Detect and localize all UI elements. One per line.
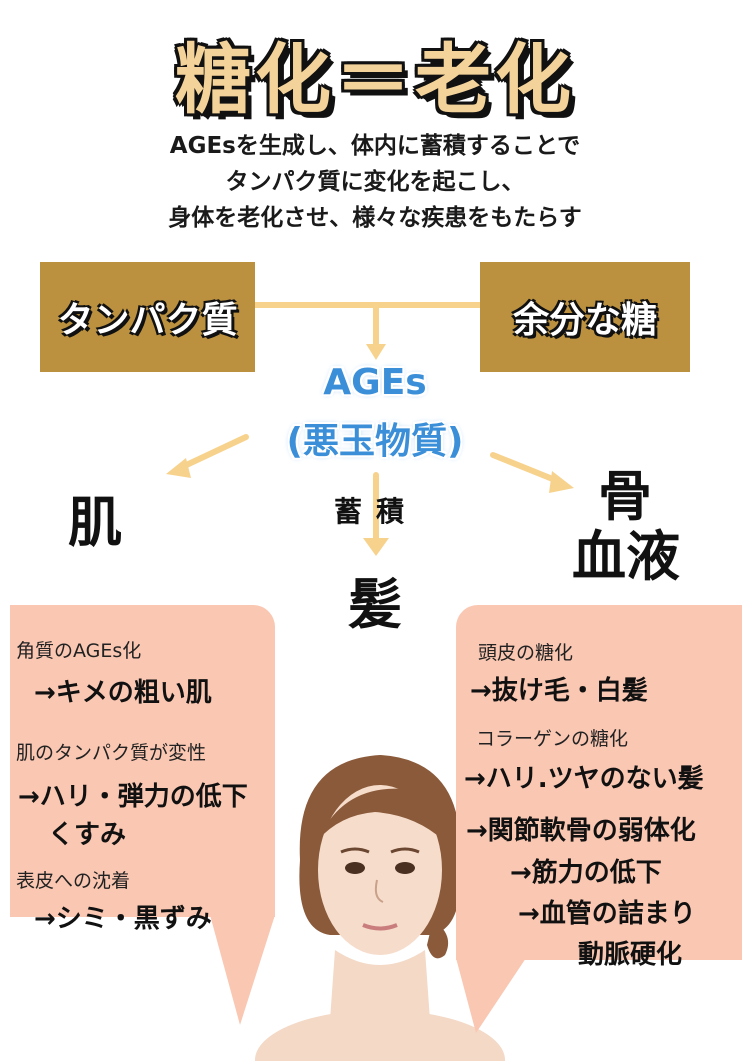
subtitle-line-3: 身体を老化させ、様々な疾患をもたらす bbox=[168, 205, 582, 231]
arrowhead-center bbox=[366, 344, 386, 360]
right-result-1: →抜け毛・白髪 bbox=[470, 676, 648, 706]
subtitle-line-1: AGEsを生成し、体内に蓄積することで bbox=[169, 133, 581, 159]
target-skin: 肌 bbox=[68, 491, 122, 554]
page-title: 糖化＝老化 bbox=[175, 35, 575, 124]
subtitle-line-2: タンパク質に変化を起こし、 bbox=[225, 169, 525, 195]
right-result-2e: 動脈硬化 bbox=[578, 940, 683, 970]
left-label-2: 肌のタンパク質が変性 bbox=[16, 742, 207, 764]
right-label-2: コラーゲンの糖化 bbox=[476, 728, 629, 750]
arrow-to-bone bbox=[490, 452, 563, 485]
right-result-2c: →筋力の低下 bbox=[510, 858, 662, 888]
left-panel-skin bbox=[10, 605, 275, 917]
right-result-2b: →関節軟骨の弱体化 bbox=[466, 816, 696, 846]
right-panel-tail bbox=[456, 958, 742, 1033]
right-result-2d: →血管の詰まり bbox=[518, 899, 696, 929]
ages-bad-substance: (悪玉物質) bbox=[286, 421, 464, 462]
accumulate-label: 蓄積 bbox=[334, 495, 419, 528]
target-hair: 髪 bbox=[348, 573, 402, 636]
left-label-1: 角質のAGEs化 bbox=[16, 640, 142, 662]
right-label-1: 頭皮の糖化 bbox=[478, 642, 574, 664]
ages-label: AGEs bbox=[323, 362, 427, 403]
left-result-1: →キメの粗い肌 bbox=[34, 678, 212, 708]
woman-illustration bbox=[255, 755, 505, 1061]
box-protein: タンパク質 bbox=[40, 262, 255, 372]
arrowhead-skin bbox=[166, 458, 191, 478]
right-result-2a: →ハリ.ツヤのない髪 bbox=[464, 764, 704, 794]
left-label-3: 表皮への沈着 bbox=[16, 870, 131, 892]
left-result-2a: →ハリ・弾力の低下 bbox=[18, 782, 248, 812]
box-excess-sugar: 余分な糖 bbox=[480, 262, 690, 372]
left-panel-tail bbox=[10, 915, 275, 1025]
arrowhead-hair bbox=[363, 538, 389, 556]
left-result-2b: くすみ bbox=[48, 820, 127, 850]
target-blood: 血液 bbox=[572, 525, 680, 588]
arrowhead-bone bbox=[549, 471, 574, 493]
arrow-to-skin bbox=[177, 434, 249, 471]
right-panel-hair-bone bbox=[456, 605, 742, 960]
left-result-3: →シミ・黒ずみ bbox=[34, 904, 212, 934]
target-bone: 骨 bbox=[598, 465, 652, 528]
